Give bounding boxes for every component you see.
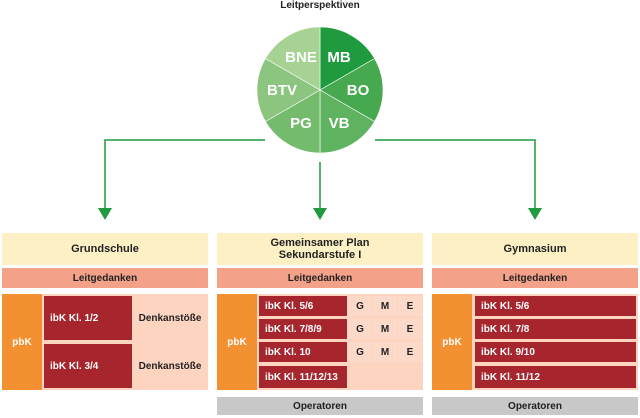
gymnasium-ibk-4: ibK Kl. 11/12 xyxy=(475,366,636,388)
wheel-label-vb: VB xyxy=(329,115,350,132)
gymnasium-pbk: pbK xyxy=(432,294,472,390)
wheel-label-bo: BO xyxy=(347,82,370,99)
wheel-segment-mb xyxy=(319,26,375,91)
grundschule-denkanstoesse-1: Denkanstöße xyxy=(134,296,206,340)
wheel-label-mb: MB xyxy=(327,49,350,66)
grundschule-denkanstoesse-2: Denkanstöße xyxy=(134,344,206,388)
gemeinsam-title-line1: Gemeinsamer Plan xyxy=(270,237,370,249)
wheel-segment-bo xyxy=(319,58,384,122)
gemeinsam-m-3: M xyxy=(373,342,397,362)
connector-gymnasium xyxy=(375,139,536,208)
grundschule-title: Grundschule xyxy=(71,243,139,255)
wheel-label-btv: BTV xyxy=(267,82,297,99)
wheel-label-bne: BNE xyxy=(285,49,317,66)
wheel-segment-vb xyxy=(319,89,375,154)
gemeinsam-g-1: G xyxy=(348,296,372,316)
gemeinsam-title-line2: Sekundarstufe I xyxy=(278,249,362,261)
gemeinsam-m-1: M xyxy=(373,296,397,316)
gemeinsam-m-2: M xyxy=(373,319,397,339)
gemeinsam-ibk-4: ibK Kl. 11/12/13 xyxy=(259,366,347,388)
connector-grundschule xyxy=(104,139,265,208)
gymnasium-title: Gymnasium xyxy=(503,243,567,255)
gemeinsam-header: Gemeinsamer Plan Sekundarstufe I xyxy=(217,233,423,265)
wheel-segment-pg xyxy=(265,89,321,154)
gymnasium-operatoren: Operatoren xyxy=(432,397,638,415)
gemeinsam-ibk-2: ibK Kl. 7/8/9 xyxy=(259,319,347,339)
gemeinsam-pbk: pbK xyxy=(217,294,257,390)
grundschule-leitgedanken: Leitgedanken xyxy=(2,268,208,288)
grundschule-pbk: pbK xyxy=(2,294,42,390)
arrow-gymnasium xyxy=(528,208,542,220)
gemeinsam-operatoren: Operatoren xyxy=(217,397,423,415)
wheel-label-pg: PG xyxy=(290,115,312,132)
gemeinsam-ibk-3: ibK Kl. 10 xyxy=(259,342,347,362)
wheel-segment-bne xyxy=(265,26,321,91)
gemeinsam-leitgedanken: Leitgedanken xyxy=(217,268,423,288)
gemeinsam-e-1: E xyxy=(398,296,422,316)
leitperspektiven-diagram: MB BO VB PG BTV BNE xyxy=(98,26,542,220)
gymnasium-leitgedanken: Leitgedanken xyxy=(432,268,638,288)
wheel-segment-btv xyxy=(256,58,321,122)
leitperspektiven-wheel: MB BO VB PG BTV BNE xyxy=(256,26,384,154)
grundschule-header: Grundschule xyxy=(2,233,208,265)
arrow-grundschule xyxy=(98,208,112,220)
connector-lines xyxy=(104,139,536,208)
arrow-gemeinsam xyxy=(313,208,327,220)
leitperspektiven-title: Leitperspektiven xyxy=(280,0,360,11)
gemeinsam-ibk-1: ibK Kl. 5/6 xyxy=(259,296,347,316)
grundschule-ibk-1: ibK Kl. 1/2 xyxy=(44,296,132,340)
gymnasium-header: Gymnasium xyxy=(432,233,638,265)
gemeinsam-e-3: E xyxy=(398,342,422,362)
gymnasium-ibk-1: ibK Kl. 5/6 xyxy=(475,296,636,316)
gemeinsam-g-3: G xyxy=(348,342,372,362)
gemeinsam-e-2: E xyxy=(398,319,422,339)
gemeinsam-g-2: G xyxy=(348,319,372,339)
gymnasium-ibk-3: ibK Kl. 9/10 xyxy=(475,342,636,362)
gymnasium-ibk-2: ibK Kl. 7/8 xyxy=(475,319,636,339)
grundschule-ibk-2: ibK Kl. 3/4 xyxy=(44,344,132,388)
